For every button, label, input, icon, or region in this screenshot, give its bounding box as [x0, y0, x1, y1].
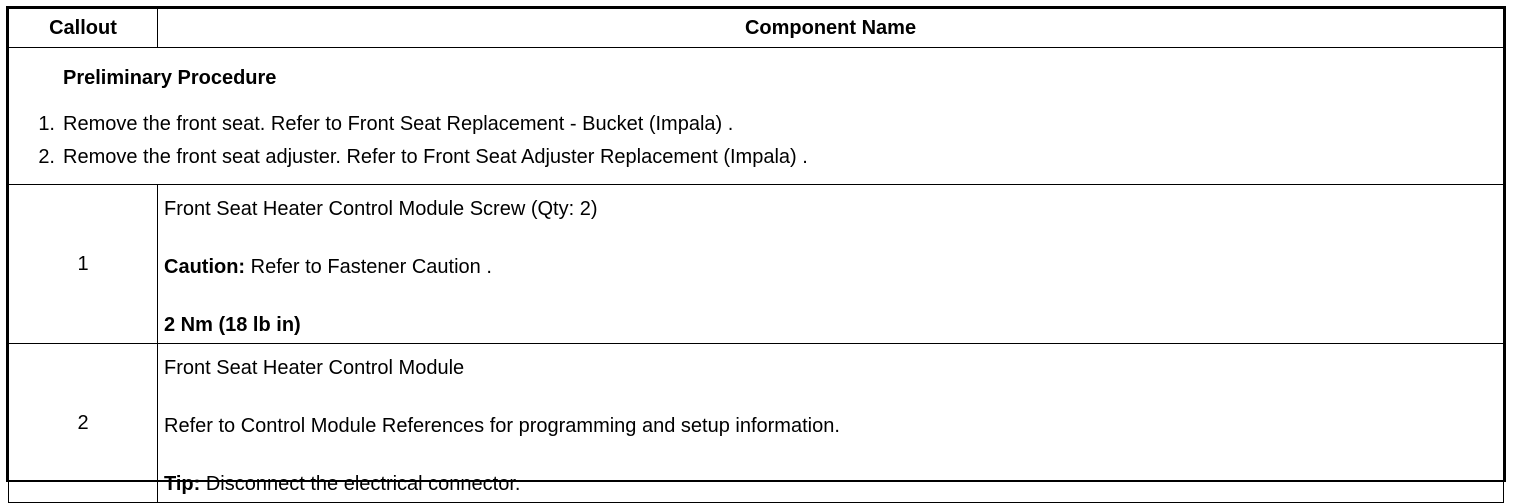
preliminary-step: 1. Remove the front seat. Refer to Front…: [9, 112, 1503, 136]
caution-note: Caution: Refer to Fastener Caution .: [164, 255, 1499, 279]
torque-spec: 2 Nm (18 lb in): [164, 314, 301, 336]
component-name: Front Seat Heater Control Module: [164, 357, 465, 379]
preliminary-steps-list: 1. Remove the front seat. Refer to Front…: [9, 112, 1503, 169]
callout-number: 2: [8, 343, 158, 503]
callout-number: 1: [8, 184, 158, 344]
tip-note: Tip: Disconnect the electrical connector…: [164, 472, 1499, 496]
component-note: Refer to Control Module References for p…: [164, 415, 840, 437]
preliminary-procedure-heading: Preliminary Procedure: [63, 67, 277, 89]
caution-text: Refer to Fastener Caution .: [245, 256, 492, 278]
table-row: 1 Front Seat Heater Control Module Screw…: [8, 184, 1504, 344]
header-callout: Callout: [8, 8, 158, 48]
preliminary-step: 2. Remove the front seat adjuster. Refer…: [9, 145, 1503, 169]
component-name: Front Seat Heater Control Module Screw (…: [164, 198, 598, 220]
caution-label: Caution:: [164, 256, 246, 278]
preliminary-row: Preliminary Procedure 1. Remove the fron…: [8, 47, 1504, 185]
procedure-table-container: Callout Component Name Preliminary Proce…: [6, 6, 1506, 503]
step-text: Remove the front seat adjuster. Refer to…: [63, 146, 808, 168]
tip-text: Disconnect the electrical connector.: [200, 473, 521, 495]
step-text: Remove the front seat. Refer to Front Se…: [63, 113, 734, 135]
preliminary-procedure-cell: Preliminary Procedure 1. Remove the fron…: [8, 47, 1504, 185]
component-cell: Front Seat Heater Control Module Refer t…: [157, 343, 1504, 503]
header-row: Callout Component Name: [8, 8, 1504, 48]
procedure-table: Callout Component Name Preliminary Proce…: [8, 8, 1504, 503]
component-cell: Front Seat Heater Control Module Screw (…: [157, 184, 1504, 344]
step-number: 1.: [38, 113, 55, 135]
step-number: 2.: [38, 146, 55, 168]
table-row: 2 Front Seat Heater Control Module Refer…: [8, 343, 1504, 503]
header-component-name: Component Name: [157, 8, 1504, 48]
tip-label: Tip:: [164, 473, 201, 495]
